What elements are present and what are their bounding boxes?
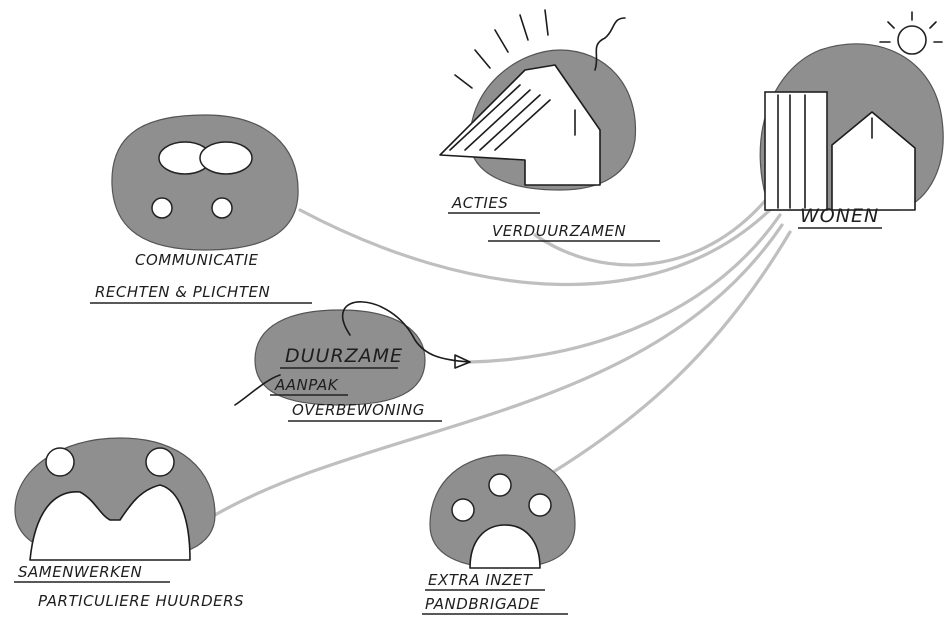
- duurzame-label-3: OVERBEWONING: [292, 401, 425, 419]
- handshake-icon: [29, 447, 191, 561]
- samenwerken-label-1: SAMENWERKEN: [18, 563, 142, 581]
- connector-lines: [213, 193, 792, 517]
- people-icon: [151, 197, 233, 219]
- acties-label-2: VERDUURZAMEN: [492, 222, 626, 240]
- speech-bubbles-icon: [158, 141, 253, 175]
- acties-illustration: [439, 9, 637, 191]
- communicatie-label-1: COMMUNICATIE: [135, 251, 259, 269]
- extra-label-2: PANDBRIGADE: [425, 595, 540, 613]
- duurzame-label-2: AANPAK: [274, 376, 339, 394]
- wonen-illustration: [759, 11, 944, 211]
- extra-label-1: EXTRA INZET: [428, 571, 534, 589]
- connector-communicatie: [298, 203, 777, 286]
- smoke-icon: [594, 17, 626, 71]
- sun-rays-icon: [454, 9, 549, 89]
- team-icon: [451, 473, 552, 569]
- connector-samenwerken: [213, 223, 784, 517]
- connector-acties: [533, 193, 772, 267]
- acties-label-1: ACTIES: [451, 194, 508, 212]
- connector-duurzame: [468, 213, 782, 364]
- duurzame-illustration: [234, 301, 471, 406]
- extra-illustration: [429, 454, 576, 569]
- sun-icon: [879, 11, 943, 55]
- communicatie-illustration: [111, 114, 299, 251]
- samenwerken-illustration: [14, 437, 216, 561]
- communicatie-label-2: RECHTEN & PLICHTEN: [95, 283, 270, 301]
- hub-label: WONEN: [800, 205, 879, 227]
- duurzame-label-1: DUURZAME: [285, 345, 403, 367]
- samenwerken-label-2: PARTICULIERE HUURDERS: [38, 592, 244, 610]
- connector-extra: [538, 230, 792, 482]
